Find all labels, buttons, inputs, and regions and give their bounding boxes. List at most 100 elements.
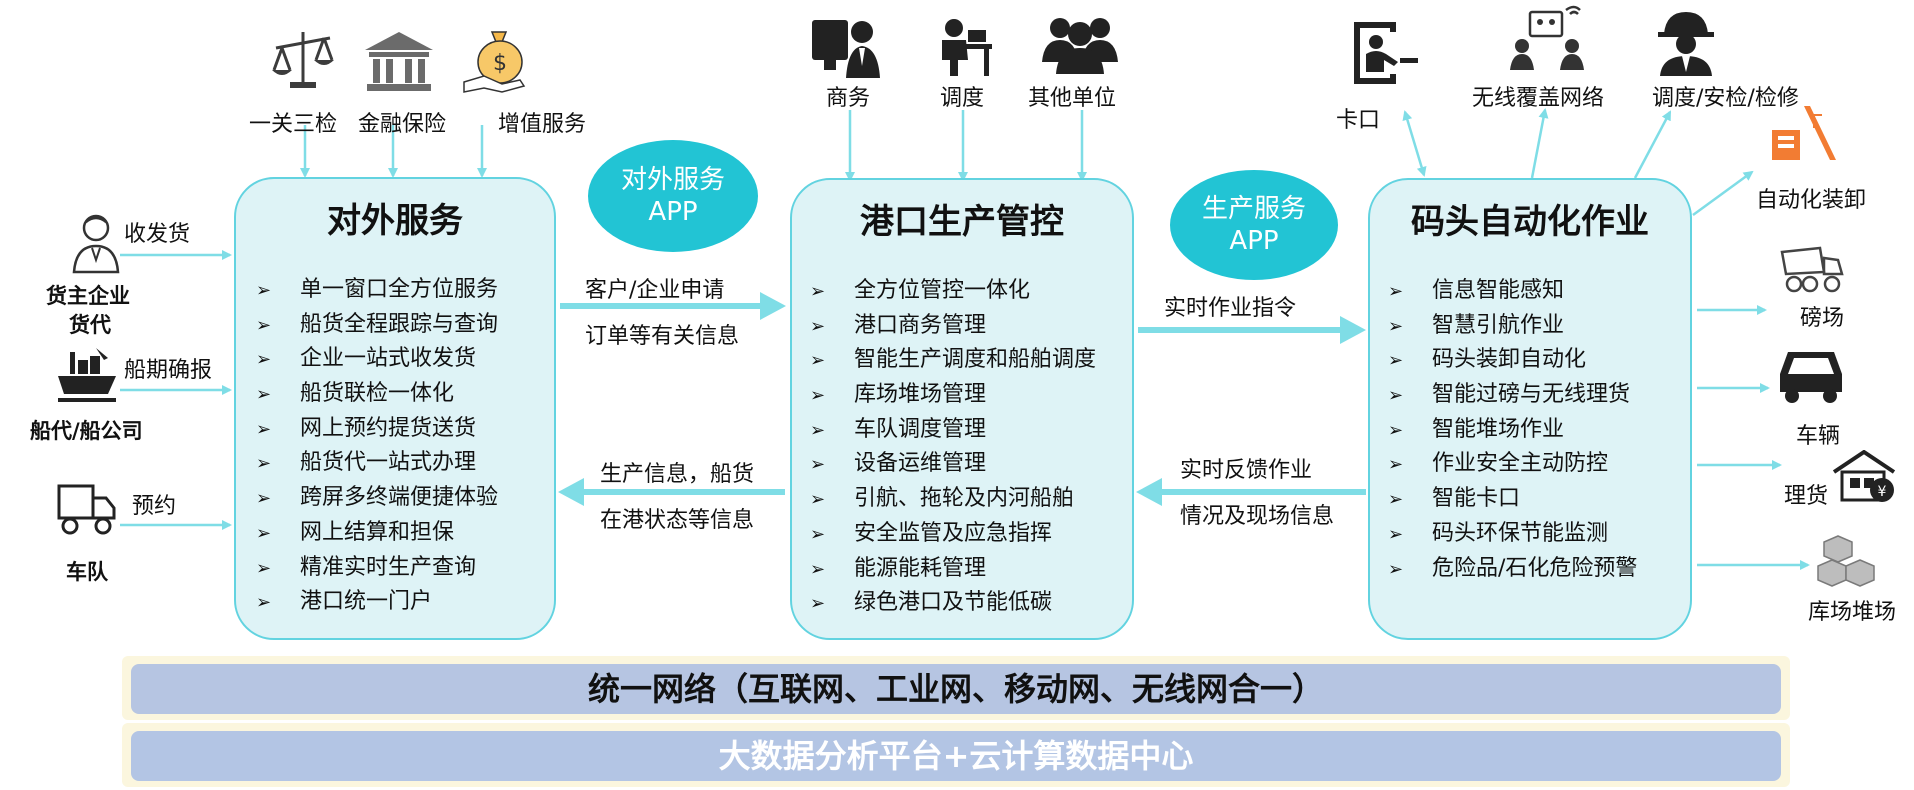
arrowhead-instruction [1340, 316, 1366, 344]
dispatch-desk-icon [942, 19, 992, 76]
platform-bar: 大数据分析平台+云计算数据中心 [131, 731, 1781, 781]
business-person-icon [812, 20, 880, 78]
external-service-app-badge: 对外服务APP [588, 140, 758, 252]
svg-text:$: $ [493, 51, 507, 76]
list-item: ➢船货联检一体化 [256, 381, 455, 407]
car-icon [1780, 352, 1842, 403]
label-dispatch: 调度 [940, 86, 985, 111]
flow-realtime-instruction: 实时作业指令 [1164, 296, 1297, 321]
label-ship-schedule: 船期确报 [124, 358, 213, 383]
video-conference-icon [1510, 5, 1584, 70]
list-item: ➢企业一站式收发货 [256, 346, 477, 372]
crane-loading-icon [1772, 106, 1836, 160]
label-one-pass-three-inspections: 一关三检 [249, 112, 338, 137]
port-production-panel: 港口生产管控 ➢全方位管控一体化 ➢港口商务管理 ➢智能生产调度和船舶调度 ➢库… [790, 178, 1134, 640]
label-cargo-owner-2: 货代 [69, 313, 111, 337]
arrow-checkpoint-both [1402, 110, 1427, 177]
stacked-boxes-icon [1817, 535, 1875, 587]
list-item: ➢码头装卸自动化 [1388, 347, 1587, 373]
list-item: ➢智慧引航作业 [1388, 312, 1565, 338]
group-icon [1042, 18, 1118, 74]
flow-order-info: 订单等有关信息 [585, 324, 740, 349]
list-item: ➢船货全程跟踪与查询 [256, 311, 499, 337]
list-item: ➢信息智能感知 [1388, 278, 1565, 303]
list-item: ➢码头环保节能监测 [1388, 520, 1609, 546]
bank-icon [365, 32, 433, 91]
list-item: ➢网上结算和担保 [256, 519, 455, 545]
warehouse-yen-icon: ¥ [1832, 450, 1896, 502]
arrowhead-port-to-external [558, 478, 584, 506]
flow-realtime-feedback: 实时反馈作业 [1180, 458, 1313, 483]
svg-text:¥: ¥ [1878, 484, 1887, 500]
worker-helmet-icon [1658, 12, 1714, 76]
list-item: ➢全方位管控一体化 [810, 278, 1031, 303]
arrow-repair-up [1633, 110, 1672, 179]
terminal-automation-list: ➢信息智能感知 ➢智慧引航作业 ➢码头装卸自动化 ➢智能过磅与无线理货 ➢智能堆… [1388, 274, 1637, 586]
list-item: ➢设备运维管理 [810, 451, 987, 477]
port-production-list: ➢全方位管控一体化 ➢港口商务管理 ➢智能生产调度和船舶调度 ➢库场堆场管理 ➢… [810, 274, 1096, 621]
list-item: ➢智能过磅与无线理货 [1388, 382, 1631, 408]
label-business: 商务 [826, 86, 871, 111]
list-item: ➢智能卡口 [1388, 486, 1521, 512]
label-value-added-services: 增值服务 [498, 112, 587, 137]
list-item: ➢引航、拖轮及内河船舶 [810, 486, 1075, 512]
flow-customer-apply: 客户/企业申请 [585, 278, 725, 303]
label-appointment: 预约 [132, 494, 177, 519]
cargo-owner-icon [72, 214, 120, 274]
list-item: ➢船货代一站式办理 [256, 450, 477, 476]
network-bar: 统一网络（互联网、工业网、移动网、无线网合一） [131, 664, 1781, 714]
external-services-panel: 对外服务 ➢单一窗口全方位服务 ➢船货全程跟踪与查询 ➢企业一站式收发货 ➢船货… [234, 177, 556, 640]
label-checkpoint: 卡口 [1336, 108, 1381, 133]
list-item: ➢能源能耗管理 [810, 555, 987, 581]
terminal-automation-title: 码头自动化作业 [1411, 202, 1649, 242]
label-weighbridge: 磅场 [1800, 306, 1845, 331]
label-ship-send-receive: 收发货 [124, 222, 191, 247]
external-services-list: ➢单一窗口全方位服务 ➢船货全程跟踪与查询 ➢企业一站式收发货 ➢船货联检一体化… [256, 273, 498, 620]
flow-in-port-status: 在港状态等信息 [600, 508, 755, 533]
arrowhead-feedback [1136, 478, 1162, 506]
label-fleet: 车队 [66, 560, 108, 584]
list-item: ➢港口商务管理 [810, 312, 987, 338]
list-item: ➢安全监管及应急指挥 [810, 520, 1053, 546]
list-item: ➢智能生产调度和船舶调度 [810, 347, 1097, 373]
dump-truck-icon [1780, 246, 1844, 293]
label-tally: 理货 [1784, 484, 1829, 509]
list-item: ➢跨屏多终端便捷体验 [256, 485, 499, 511]
label-wireless-coverage: 无线覆盖网络 [1472, 86, 1605, 111]
label-ship-agent: 船代/船公司 [30, 419, 143, 443]
terminal-automation-panel: 码头自动化作业 ➢信息智能感知 ➢智慧引航作业 ➢码头装卸自动化 ➢智能过磅与无… [1368, 178, 1692, 640]
label-vehicle: 车辆 [1796, 424, 1841, 449]
list-item: ➢作业安全主动防控 [1388, 451, 1609, 477]
label-cargo-owner-1: 货主企业 [46, 284, 130, 308]
list-item: ➢智能堆场作业 [1388, 416, 1565, 442]
label-yard: 库场堆场 [1808, 600, 1897, 625]
label-dispatch-security-repair: 调度/安检/检修 [1652, 86, 1799, 111]
list-item: ➢精准实时生产查询 [256, 554, 477, 580]
flow-site-info: 情况及现场信息 [1180, 504, 1335, 529]
checkpoint-icon [1354, 22, 1418, 84]
list-item: ➢绿色港口及节能低碳 [810, 590, 1053, 616]
port-production-title: 港口生产管控 [860, 202, 1064, 242]
list-item: ➢单一窗口全方位服务 [256, 277, 499, 302]
list-item: ➢港口统一门户 [256, 589, 433, 615]
arrow-wireless-up [1530, 108, 1549, 179]
list-item: ➢库场堆场管理 [810, 382, 987, 408]
money-bag-icon: $ [463, 31, 526, 93]
label-auto-loading: 自动化装卸 [1756, 188, 1867, 213]
list-item: ➢危险品/石化危险预警 [1388, 555, 1638, 581]
production-service-app-badge: 生产服务APP [1170, 170, 1338, 280]
list-item: ➢车队调度管理 [810, 416, 987, 442]
label-other-units: 其他单位 [1028, 86, 1117, 111]
arrowhead-apply [760, 292, 786, 320]
arrow-auto-loading-out [1692, 170, 1754, 217]
network-bar-wrap: 统一网络（互联网、工业网、移动网、无线网合一） [122, 656, 1790, 720]
external-services-title: 对外服务 [327, 201, 463, 241]
list-item: ➢网上预约提货送货 [256, 415, 477, 441]
label-finance-insurance: 金融保险 [358, 112, 447, 137]
cargo-ship-icon [58, 348, 116, 402]
scales-icon [272, 32, 334, 88]
platform-bar-wrap: 大数据分析平台+云计算数据中心 [122, 723, 1790, 787]
flow-production-info: 生产信息，船货 [600, 462, 755, 487]
truck-icon [57, 484, 116, 535]
